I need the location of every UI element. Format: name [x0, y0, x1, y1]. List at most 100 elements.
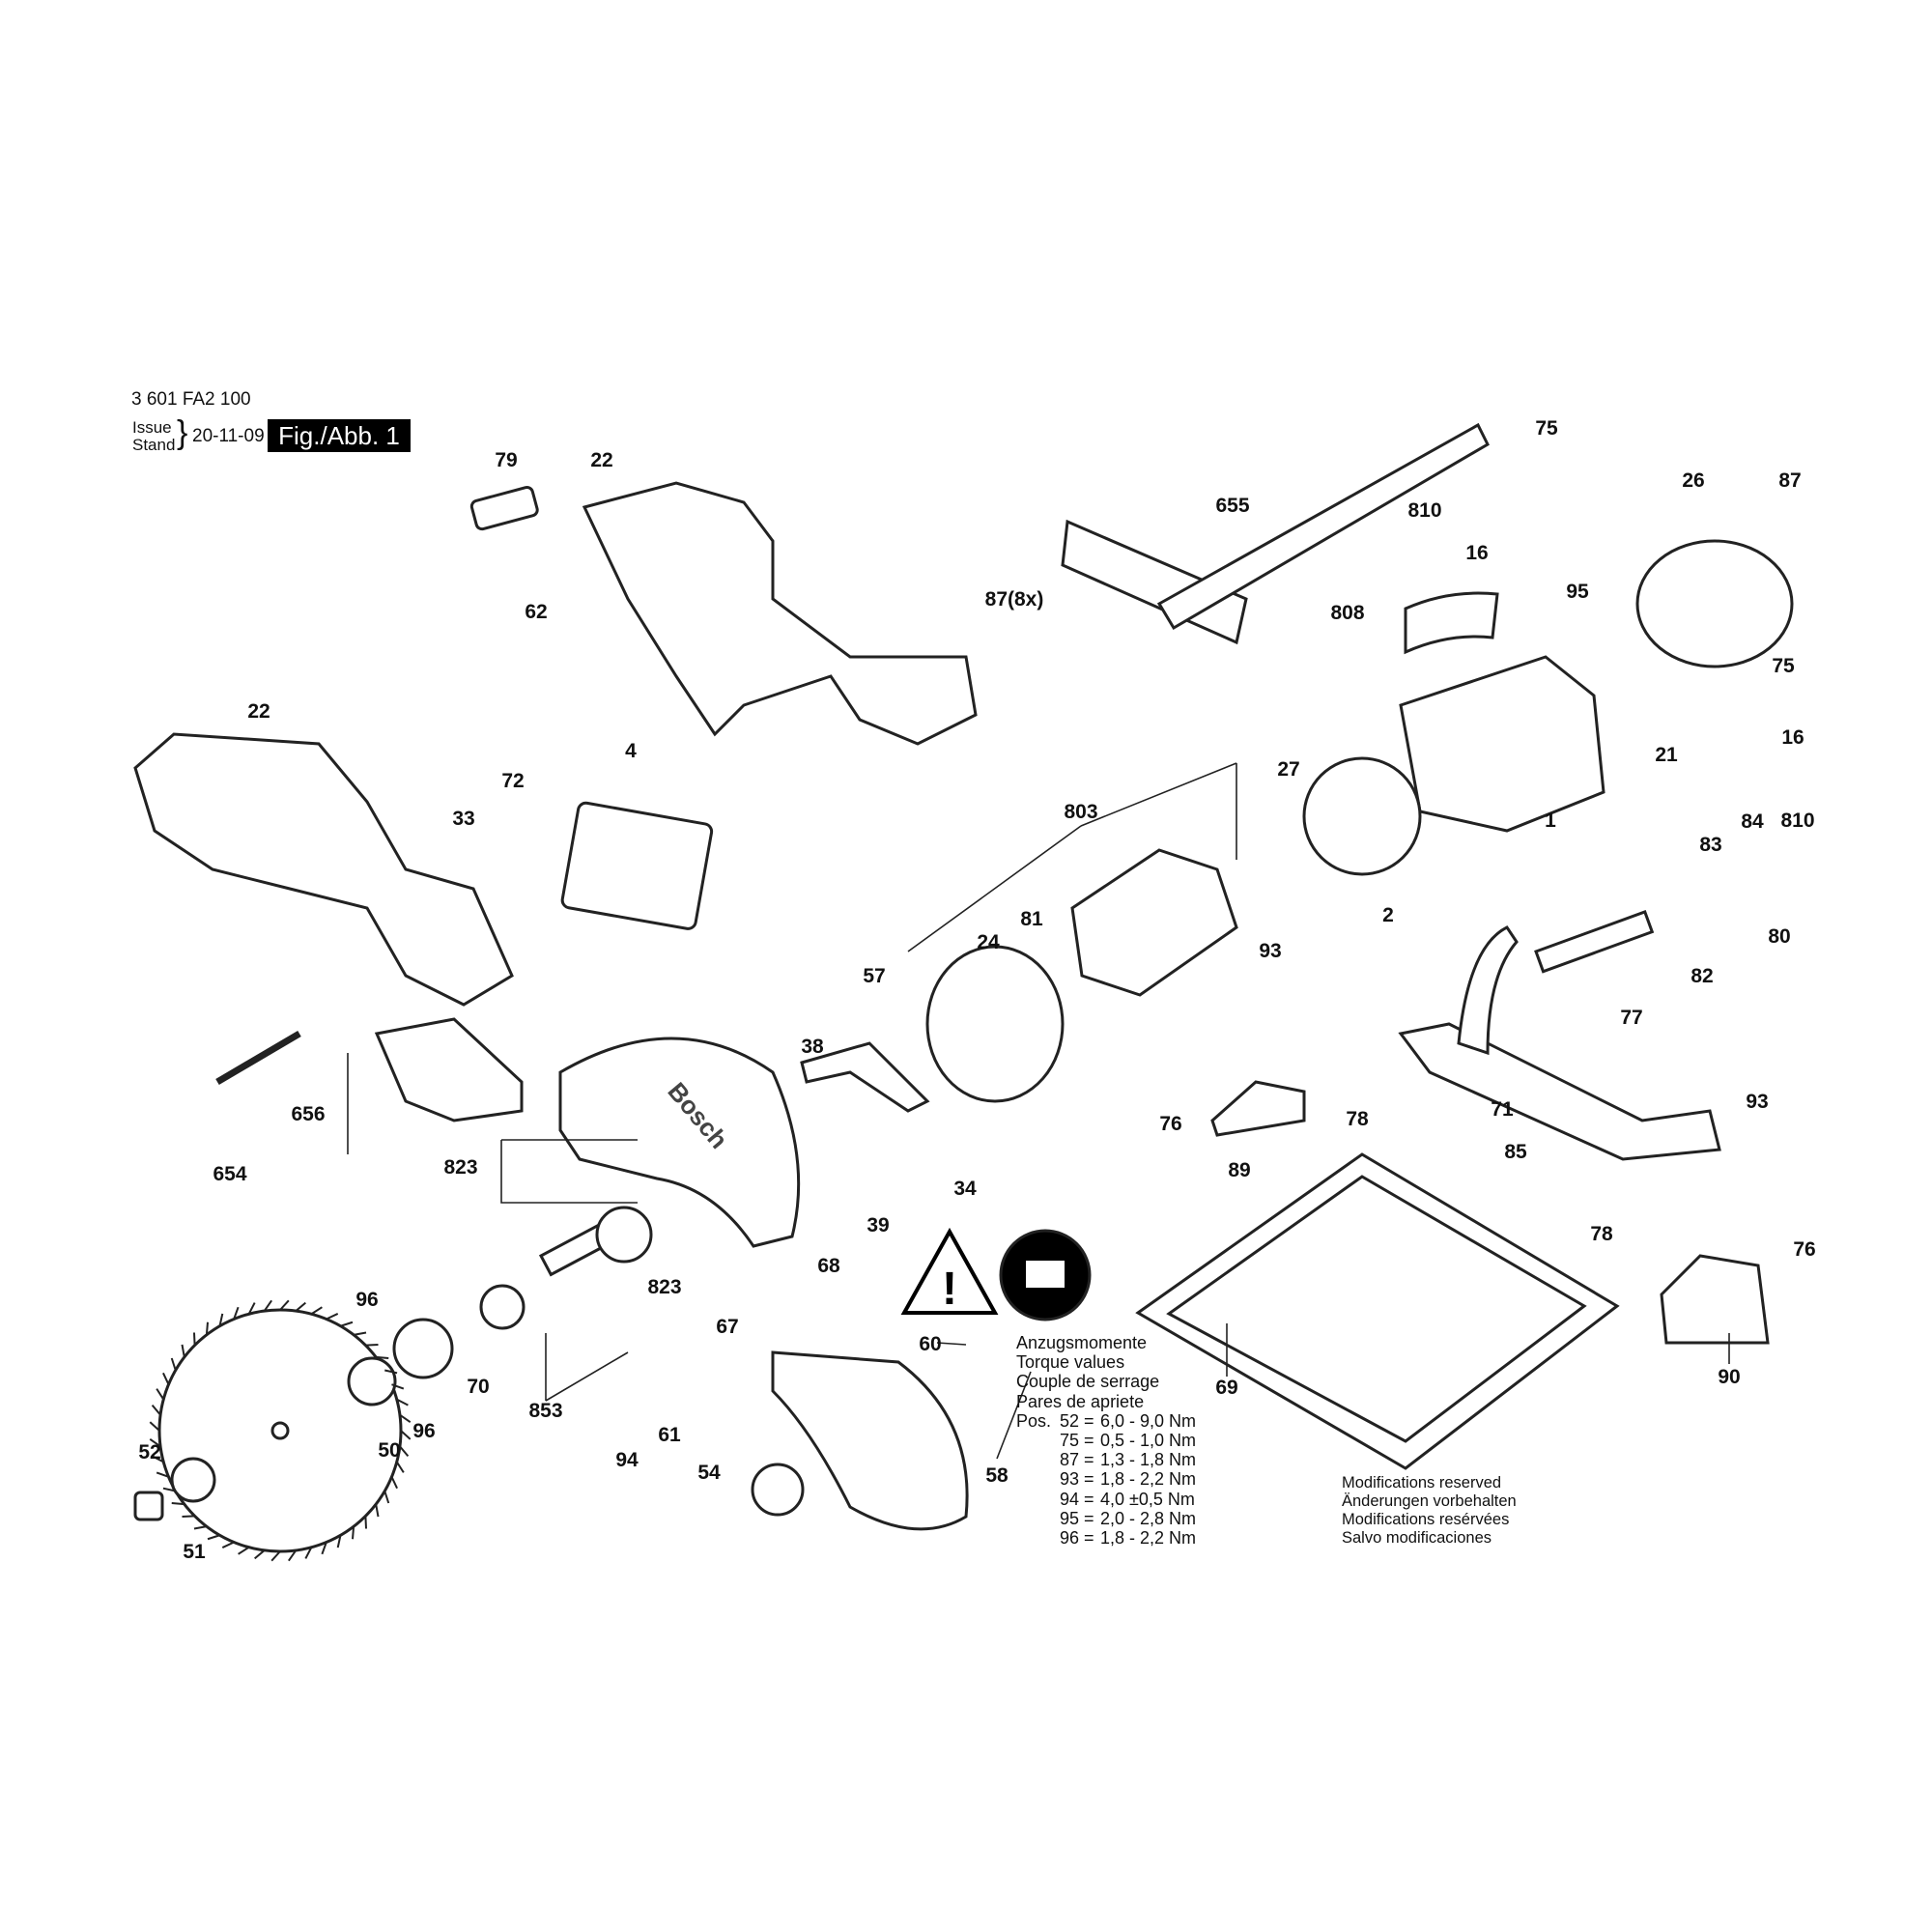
- callout-810: 810: [1780, 810, 1815, 832]
- callout-61: 61: [658, 1424, 681, 1446]
- torque-row: 87 =1,3 - 1,8 Nm: [1016, 1450, 1196, 1469]
- callout-96: 96: [355, 1289, 379, 1311]
- label-sheet-808: [1404, 591, 1499, 655]
- callout-62: 62: [525, 601, 548, 623]
- torque-value: 6,0 - 9,0 Nm: [1100, 1410, 1197, 1431]
- callout-82: 82: [1690, 965, 1714, 987]
- callout-803: 803: [1064, 801, 1098, 823]
- callout-58: 58: [985, 1464, 1009, 1487]
- callout-81: 81: [1020, 908, 1043, 930]
- torque-position: 95 =: [1060, 1508, 1094, 1528]
- mod-line: Änderungen vorbehalten: [1342, 1492, 1517, 1510]
- callout-21: 21: [1655, 744, 1678, 766]
- callout-33: 33: [452, 808, 475, 830]
- armature: [1070, 848, 1238, 997]
- bevel-arm-71: [1398, 1022, 1721, 1161]
- blade-teeth: [149, 1299, 412, 1562]
- callout-853: 853: [528, 1400, 563, 1422]
- callout-878x: 87(8x): [984, 588, 1044, 611]
- mod-line: Modifications reserved: [1342, 1474, 1502, 1492]
- torque-title-es: Pares de apriete: [1016, 1391, 1145, 1411]
- brace: }: [177, 414, 188, 451]
- callout-78: 78: [1346, 1108, 1369, 1130]
- callout-656: 656: [291, 1103, 326, 1125]
- button-79: [469, 486, 539, 531]
- callout-95: 95: [1566, 581, 1589, 603]
- flange-50: [347, 1356, 397, 1406]
- callout-24: 24: [977, 931, 1000, 953]
- callout-34: 34: [953, 1178, 977, 1200]
- bearing-flange-70: [392, 1318, 454, 1379]
- base-plate-inner: [1166, 1175, 1587, 1443]
- callout-93: 93: [1746, 1091, 1769, 1113]
- callout-85: 85: [1504, 1141, 1527, 1163]
- torque-position: 94 =: [1060, 1489, 1094, 1509]
- bevel-arc: [1457, 925, 1519, 1056]
- torque-row: 94 = 4,0 ±0,5 Nm: [1016, 1490, 1196, 1509]
- callout-50: 50: [378, 1439, 401, 1462]
- callout-1: 1: [1545, 810, 1556, 832]
- torque-value: 2,0 - 2,8 Nm: [1100, 1508, 1197, 1528]
- upper-blade-guard: [558, 1037, 801, 1248]
- fan-24: [925, 945, 1065, 1103]
- torque-value: 0,5 - 1,0 Nm: [1100, 1431, 1197, 1451]
- callout-94: 94: [615, 1449, 639, 1471]
- lever-38: [800, 1041, 930, 1113]
- callout-70: 70: [467, 1376, 490, 1398]
- callout-96: 96: [412, 1420, 436, 1442]
- torque-value: 1,3 - 1,8 Nm: [1100, 1450, 1197, 1470]
- callout-71: 71: [1491, 1098, 1514, 1121]
- torque-row: Pos. 52 = 6,0 - 9,0 Nm: [1016, 1411, 1196, 1431]
- callout-39: 39: [867, 1214, 890, 1236]
- bracket-90: [1660, 1254, 1770, 1345]
- saw-blade: [157, 1308, 403, 1553]
- flange-51: [170, 1457, 216, 1503]
- callout-16: 16: [1465, 542, 1489, 564]
- callout-808: 808: [1330, 602, 1365, 624]
- parallel-guide-655: [1061, 422, 1490, 645]
- callout-26: 26: [1682, 469, 1705, 492]
- torque-title-de: Anzugsmomente: [1016, 1333, 1148, 1352]
- callout-68: 68: [817, 1255, 840, 1277]
- torque-row: 96 =1,8 - 2,2 Nm: [1016, 1528, 1196, 1548]
- callout-655: 655: [1215, 495, 1250, 517]
- callout-57: 57: [863, 965, 886, 987]
- hex-key-654: [215, 1030, 301, 1086]
- part-number: 3 601 FA2 100: [131, 389, 251, 410]
- callout-72: 72: [501, 770, 525, 792]
- clamp-screw-82: [1534, 910, 1655, 974]
- torque-value: 4,0 ±0,5 Nm: [1100, 1489, 1195, 1509]
- callout-810: 810: [1407, 499, 1442, 522]
- leader-lines: [347, 762, 1730, 1460]
- torque-position: 52 =: [1060, 1410, 1094, 1431]
- torque-row: 95 = 2,0 - 2,8 Nm: [1016, 1509, 1196, 1528]
- callout-51: 51: [183, 1541, 206, 1563]
- figure-badge: Fig./Abb. 1: [268, 419, 411, 452]
- read-manual-icon: [999, 1229, 1092, 1321]
- issue-label: Issue: [132, 418, 172, 437]
- ring-54: [751, 1463, 805, 1517]
- torque-row: 93 =1,8 - 2,2 Nm: [1016, 1469, 1196, 1489]
- pos-label: Pos.: [1016, 1410, 1052, 1431]
- callout-823: 823: [647, 1276, 682, 1298]
- callout-84: 84: [1741, 810, 1764, 833]
- torque-title-fr: Couple de serrage: [1016, 1372, 1160, 1392]
- callout-4: 4: [625, 740, 637, 762]
- modifications-note: Modifications reserved Änderungen vorbeh…: [1342, 1474, 1517, 1548]
- svg-text:!: !: [942, 1264, 957, 1315]
- callout-75: 75: [1535, 417, 1558, 440]
- callout-38: 38: [801, 1036, 824, 1058]
- callout-90: 90: [1718, 1366, 1741, 1388]
- callout-69: 69: [1215, 1377, 1238, 1399]
- bearing: [479, 1284, 526, 1330]
- torque-value: 1,8 - 2,2 Nm: [1100, 1469, 1197, 1490]
- stand-label: Stand: [132, 436, 176, 454]
- torque-row: 75 =0,5 - 1,0 Nm: [1016, 1431, 1196, 1450]
- callout-52: 52: [138, 1441, 161, 1463]
- callout-93: 93: [1259, 940, 1282, 962]
- callout-60: 60: [919, 1333, 942, 1355]
- stator-magnet: [1302, 756, 1422, 876]
- callout-54: 54: [697, 1462, 721, 1484]
